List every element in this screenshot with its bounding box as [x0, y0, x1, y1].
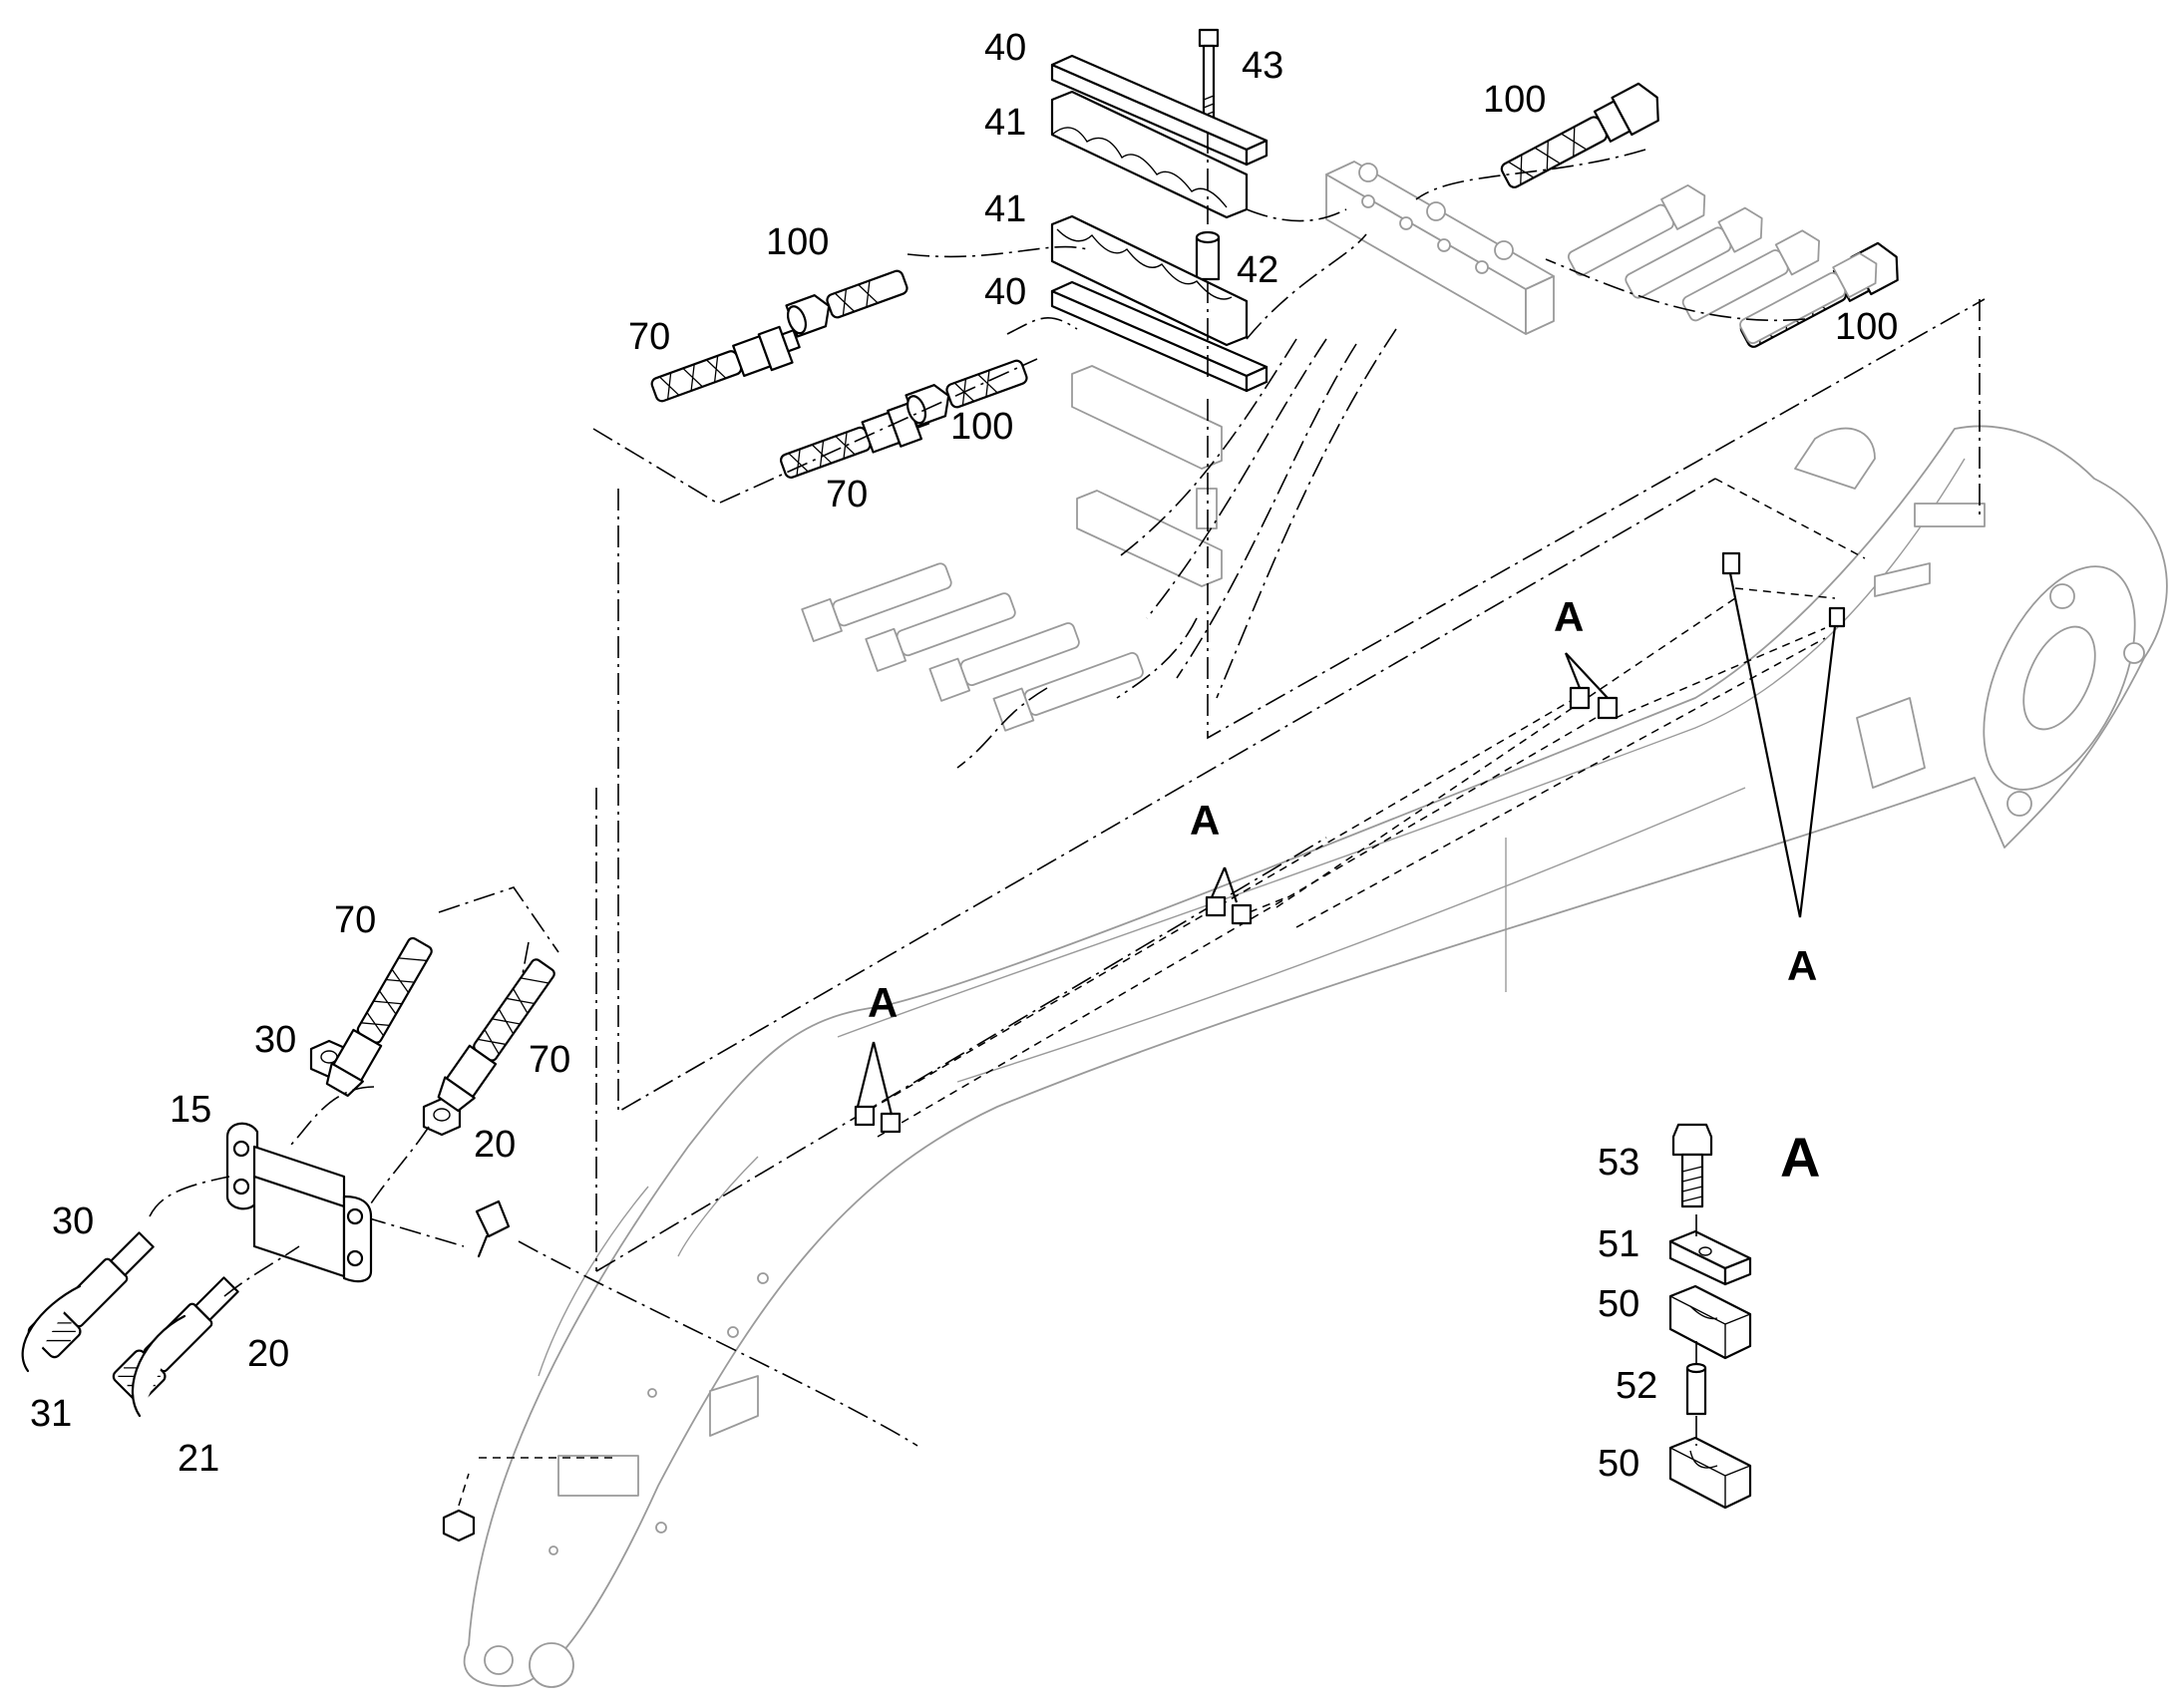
callout-70-b: 70: [826, 474, 868, 515]
callout-50-top: 50: [1598, 1283, 1639, 1325]
callout-labels: 40 43 41 41 42 40 100 70 100 70 100 100 …: [30, 27, 1898, 1485]
callout-40-top: 40: [984, 27, 1026, 69]
callout-70-a: 70: [628, 316, 670, 358]
hose-clamp-block: [1325, 161, 1555, 335]
coupler-assembly: [21, 936, 555, 1542]
hose-70-top: [650, 325, 801, 403]
callout-42: 42: [1237, 249, 1278, 291]
callout-50-bottom: 50: [1598, 1443, 1639, 1485]
hose-100-top-left: [785, 269, 908, 338]
hoses-top-group: [650, 82, 1899, 732]
hose-100-top-right: [1500, 82, 1659, 188]
callout-100-a: 100: [766, 221, 829, 263]
callout-70-c: 70: [334, 899, 376, 941]
callout-51: 51: [1598, 1223, 1639, 1265]
callout-100-d: 100: [1835, 306, 1898, 348]
hoses-ghost-left: [801, 562, 1144, 732]
callout-100-c: 100: [1483, 79, 1546, 121]
callout-21: 21: [178, 1438, 219, 1480]
callout-52: 52: [1616, 1365, 1657, 1407]
callout-15: 15: [170, 1089, 211, 1131]
detail-ref-a-3: A: [1554, 593, 1584, 640]
excavator-boom: [463, 425, 2168, 1688]
callout-20-a: 20: [474, 1124, 516, 1166]
callout-31: 31: [30, 1393, 72, 1435]
leader-lines: [328, 149, 1981, 1507]
callout-40-mid: 40: [984, 271, 1026, 313]
callout-100-b: 100: [950, 406, 1013, 448]
clamp-stack-top: [1050, 28, 1986, 740]
callout-41-mid: 41: [984, 188, 1026, 230]
detail-a-arrows: [856, 572, 1837, 1116]
callout-20-b: 20: [247, 1333, 289, 1375]
boom-clamps: [854, 551, 1846, 1134]
detail-ref-a-1: A: [868, 979, 898, 1026]
callout-30-a: 30: [254, 1019, 296, 1061]
hoses-ghost-right: [1567, 183, 1878, 345]
detail-a-title: A: [1780, 1126, 1820, 1189]
callout-53: 53: [1598, 1142, 1639, 1184]
callout-70-d: 70: [529, 1039, 570, 1081]
detail-a-assembly: [1668, 1123, 1752, 1510]
callout-41-top: 41: [984, 102, 1026, 144]
callout-30-b: 30: [52, 1200, 94, 1242]
detail-ref-a-4: A: [1787, 942, 1817, 989]
detail-ref-a-2: A: [1190, 797, 1220, 844]
callout-43: 43: [1242, 45, 1283, 87]
